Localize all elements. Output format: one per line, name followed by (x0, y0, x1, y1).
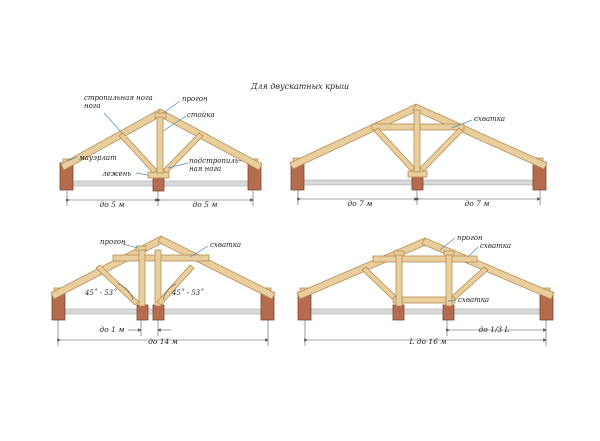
label-collar-tie: схватка (474, 115, 505, 123)
diagram-3: прогон схватка 45˚ - 53˚ 45˚ - 53˚ до 1 … (50, 235, 276, 346)
dim-third: до 1/3 L (478, 325, 509, 334)
label-strut: подстропиль- (189, 157, 242, 165)
wall-center-left (136, 304, 149, 321)
angle-arc-right (162, 283, 177, 301)
label-angle-right: 45˚ - 53˚ (171, 288, 204, 297)
strut-right (156, 264, 195, 306)
label-collar-tie-upper: схватка (480, 242, 511, 250)
strut-right (162, 132, 204, 174)
label-angle-left: 45˚ - 53˚ (84, 288, 117, 297)
floor-beam (59, 308, 273, 315)
wall-center-right (152, 304, 165, 321)
dim-span: L до 16 м (408, 337, 446, 346)
diagram-4: прогон схватка схватка L до 16 м до 1/3 … (296, 234, 555, 346)
floor-beam (307, 308, 545, 315)
wall-center-left (392, 304, 405, 321)
label-collar-tie-lower: схватка (458, 296, 489, 304)
dim-right: до 7 м (464, 199, 489, 208)
label-rafter-2: нога (84, 102, 101, 110)
dim-left: до 5 м (99, 200, 124, 209)
label-strut-2: ная нога (189, 165, 221, 173)
strut-left (95, 264, 140, 306)
rafter-right (412, 103, 548, 170)
collar-tie-upper (372, 255, 478, 263)
label-post: стойка (187, 111, 215, 119)
diagram-2: схватка до 7 м до 7 м (289, 103, 548, 208)
angle-arc-left (117, 283, 134, 301)
post (413, 109, 421, 173)
post-right (154, 249, 162, 307)
post-right (445, 254, 453, 307)
strut-right (451, 266, 489, 300)
sheet-title: Для двускатных крыш (250, 82, 350, 91)
label-collar-tie: схватка (210, 241, 241, 249)
dim-right: до 5 м (192, 200, 217, 209)
wall-center (152, 177, 165, 192)
strut-left (361, 266, 397, 300)
dim-left: до 7 м (347, 199, 372, 208)
dim-post-gap: до 1 м (99, 325, 124, 334)
strut-left (373, 127, 416, 172)
label-purlin: прогон (457, 234, 483, 242)
wall-center (411, 175, 424, 191)
post-left (138, 249, 146, 307)
label-mauerlat: мауэрлат (79, 154, 117, 162)
label-lezhen: лежень (102, 170, 131, 178)
rafter-right (421, 237, 555, 300)
dim-span: до 14 м (148, 337, 178, 346)
post-left (395, 254, 403, 307)
label-rafter: стропильная нога (84, 94, 153, 102)
wall-center-right (442, 304, 455, 321)
rafter-left (296, 237, 429, 300)
strut-right (419, 127, 464, 172)
diagram-1: стропильная нога нога прогон стойка мауэ… (59, 94, 263, 209)
post (156, 116, 164, 174)
label-purlin: прогон (100, 238, 126, 246)
rafter-right (157, 235, 276, 300)
label-purlin: прогон (182, 95, 208, 103)
strut-left (118, 132, 158, 174)
